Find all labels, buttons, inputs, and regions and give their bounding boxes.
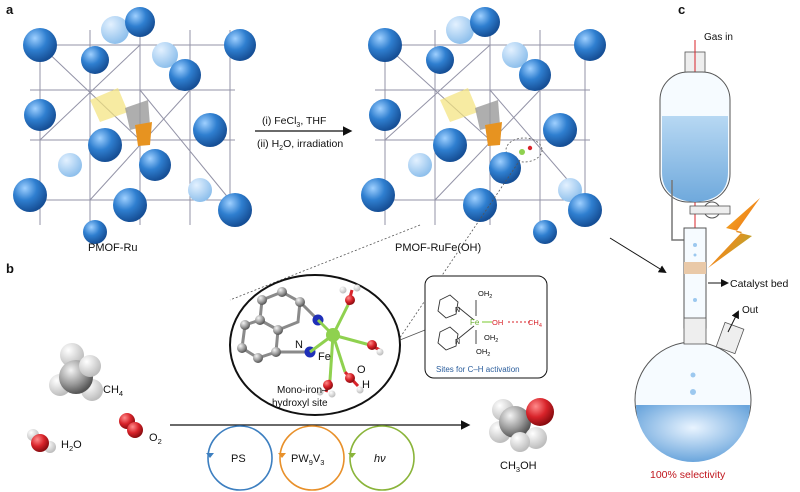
selectivity-label: 100% selectivity bbox=[650, 469, 726, 481]
methane-label: CH4 bbox=[103, 384, 123, 398]
pw-cycle-label: PW9V3 bbox=[291, 453, 324, 467]
site-n-label: N bbox=[295, 339, 303, 351]
ps-cycle bbox=[206, 425, 273, 491]
methanol-molecule bbox=[489, 398, 554, 452]
inset-connector bbox=[399, 329, 426, 341]
pmof-rufe-label: PMOF-RuFe(OH) bbox=[395, 242, 481, 254]
ps-cycle-label: PS bbox=[231, 453, 246, 465]
hv-cycle bbox=[348, 425, 415, 491]
water-label: H2O bbox=[61, 439, 82, 453]
pmof-ru-label: PMOF-Ru bbox=[88, 242, 138, 254]
pw-cycle bbox=[278, 425, 345, 491]
light-bolt-icon bbox=[708, 198, 760, 268]
methane-molecule bbox=[49, 343, 103, 401]
synthesis-step-1: (i) FeCl3, THF bbox=[262, 115, 326, 129]
pmof-rufe-framework bbox=[361, 7, 606, 244]
reactor-apparatus bbox=[634, 40, 752, 462]
panel-b-letter: b bbox=[6, 261, 14, 276]
inset-oh-label: OH bbox=[492, 318, 503, 327]
inset-n-bottom: N bbox=[455, 339, 460, 346]
oxygen-molecule bbox=[119, 413, 143, 438]
site-fe-label: Fe bbox=[318, 351, 331, 363]
methanol-label: CH3OH bbox=[500, 460, 537, 474]
inset-oh2-mid: OH2 bbox=[484, 333, 498, 344]
zoom-line-right bbox=[394, 159, 521, 346]
gas-in-label: Gas in bbox=[704, 32, 733, 43]
site-o-label: O bbox=[357, 364, 366, 376]
panel-c-letter: c bbox=[678, 2, 685, 17]
inset-oh2-top: OH2 bbox=[478, 289, 492, 300]
synthesis-step-2: (ii) H2O, irradiation bbox=[257, 138, 343, 152]
site-h-label: H bbox=[362, 379, 370, 391]
oxygen-label: O2 bbox=[149, 432, 162, 446]
panel-a-letter: a bbox=[6, 2, 14, 17]
site-caption-line1: Mono-iron– bbox=[277, 385, 328, 396]
site-caption-line2: hydroxyl site bbox=[272, 398, 328, 409]
out-label: Out bbox=[742, 305, 758, 316]
framework-to-reactor-arrow bbox=[609, 237, 667, 274]
inset-caption: Sites for C–H activation bbox=[436, 365, 520, 374]
inset-fe-label: Fe bbox=[470, 318, 480, 327]
hv-cycle-label: hν bbox=[374, 453, 386, 465]
sites-inset-box bbox=[424, 275, 548, 379]
inset-oh2-bottom: OH2 bbox=[476, 347, 490, 358]
inset-ch4-label: CH4 bbox=[528, 318, 542, 329]
pmof-ru-framework bbox=[13, 7, 256, 244]
inset-n-top: N bbox=[455, 307, 460, 314]
mono-iron-site bbox=[229, 274, 401, 416]
catalyst-bed-label: Catalyst bed bbox=[730, 278, 789, 290]
water-molecule bbox=[27, 429, 56, 453]
